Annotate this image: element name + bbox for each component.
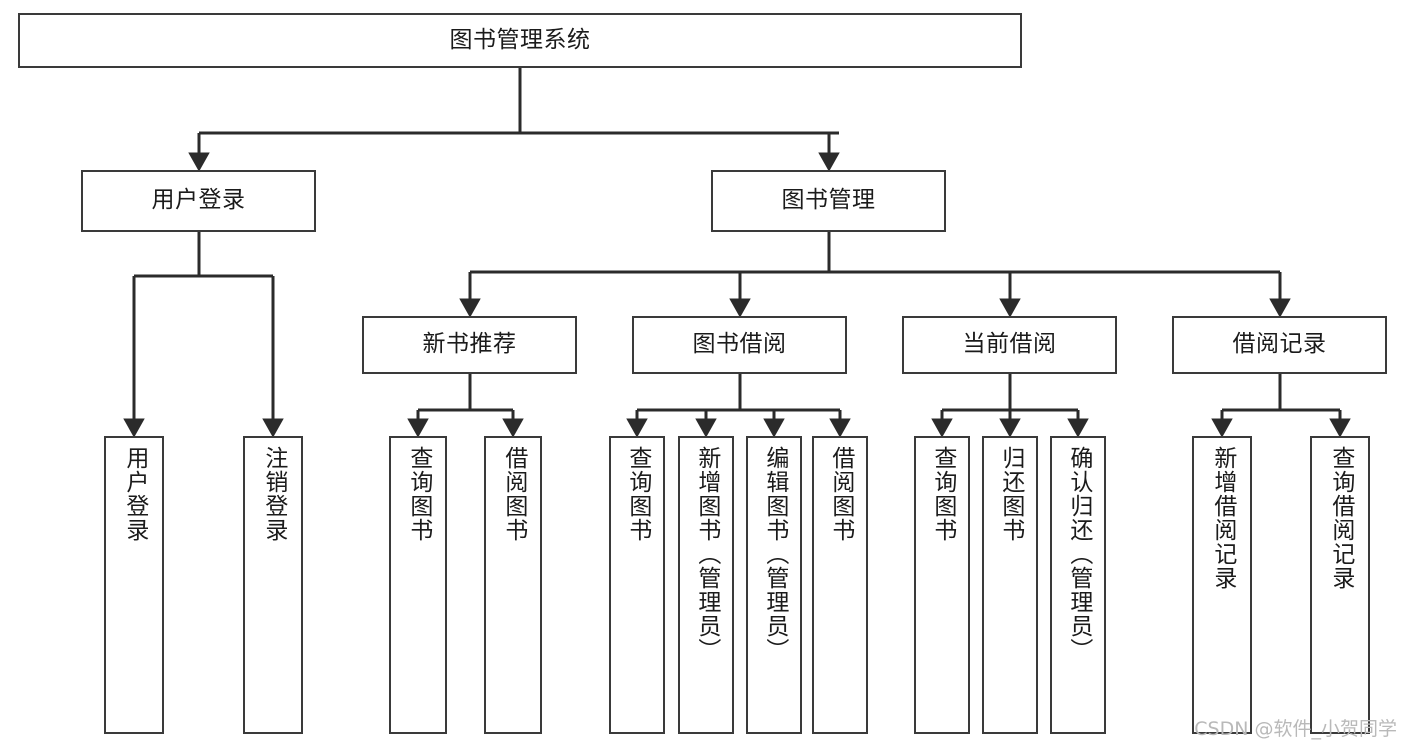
- node-leaf-query-book-1[interactable]: 查询图书: [389, 436, 447, 734]
- node-leaf-add-record-label: 新增借阅记录: [1209, 446, 1236, 590]
- node-leaf-user-login[interactable]: 用户登录: [104, 436, 164, 734]
- node-leaf-query-record-label: 查询借阅记录: [1327, 446, 1354, 590]
- node-leaf-borrow-book-1-label: 借阅图书: [500, 446, 527, 542]
- node-leaf-edit-book[interactable]: 编辑图书（管理员）: [746, 436, 802, 734]
- node-root-label: 图书管理系统: [449, 26, 591, 53]
- node-leaf-return-book-label: 归还图书: [997, 446, 1024, 542]
- node-book-borrow[interactable]: 图书借阅: [632, 316, 847, 374]
- node-leaf-user-logout[interactable]: 注销登录: [243, 436, 303, 734]
- node-book-manage-label: 图书管理: [781, 187, 876, 214]
- node-leaf-borrow-book-2-label: 借阅图书: [827, 446, 854, 542]
- node-new-book-recommend[interactable]: 新书推荐: [362, 316, 577, 374]
- node-current-borrow[interactable]: 当前借阅: [902, 316, 1117, 374]
- node-leaf-query-book-2-label: 查询图书: [624, 446, 651, 542]
- node-current-borrow-label: 当前借阅: [962, 331, 1057, 358]
- node-new-book-recommend-label: 新书推荐: [422, 331, 517, 358]
- node-leaf-user-logout-label: 注销登录: [260, 446, 287, 542]
- node-leaf-query-book-3[interactable]: 查询图书: [914, 436, 970, 734]
- node-leaf-return-book[interactable]: 归还图书: [982, 436, 1038, 734]
- node-book-manage[interactable]: 图书管理: [711, 170, 946, 232]
- node-leaf-confirm-return[interactable]: 确认归还（管理员）: [1050, 436, 1106, 734]
- node-leaf-borrow-book-2[interactable]: 借阅图书: [812, 436, 868, 734]
- node-leaf-query-record[interactable]: 查询借阅记录: [1310, 436, 1370, 734]
- node-leaf-borrow-book-1[interactable]: 借阅图书: [484, 436, 542, 734]
- node-user-login[interactable]: 用户登录: [81, 170, 316, 232]
- node-user-login-label: 用户登录: [151, 187, 246, 214]
- node-leaf-add-book-label: 新增图书（管理员）: [693, 446, 720, 662]
- node-leaf-query-book-1-label: 查询图书: [405, 446, 432, 542]
- node-leaf-edit-book-label: 编辑图书（管理员）: [761, 446, 788, 662]
- node-leaf-add-record[interactable]: 新增借阅记录: [1192, 436, 1252, 734]
- csdn-watermark: CSDN @软件_小贺同学: [1194, 718, 1397, 740]
- node-borrow-record[interactable]: 借阅记录: [1172, 316, 1387, 374]
- node-leaf-user-login-label: 用户登录: [121, 446, 148, 542]
- node-leaf-query-book-3-label: 查询图书: [929, 446, 956, 542]
- node-leaf-add-book[interactable]: 新增图书（管理员）: [678, 436, 734, 734]
- node-leaf-confirm-return-label: 确认归还（管理员）: [1065, 446, 1092, 662]
- node-borrow-record-label: 借阅记录: [1232, 331, 1327, 358]
- node-root[interactable]: 图书管理系统: [18, 13, 1022, 68]
- node-book-borrow-label: 图书借阅: [692, 331, 787, 358]
- node-leaf-query-book-2[interactable]: 查询图书: [609, 436, 665, 734]
